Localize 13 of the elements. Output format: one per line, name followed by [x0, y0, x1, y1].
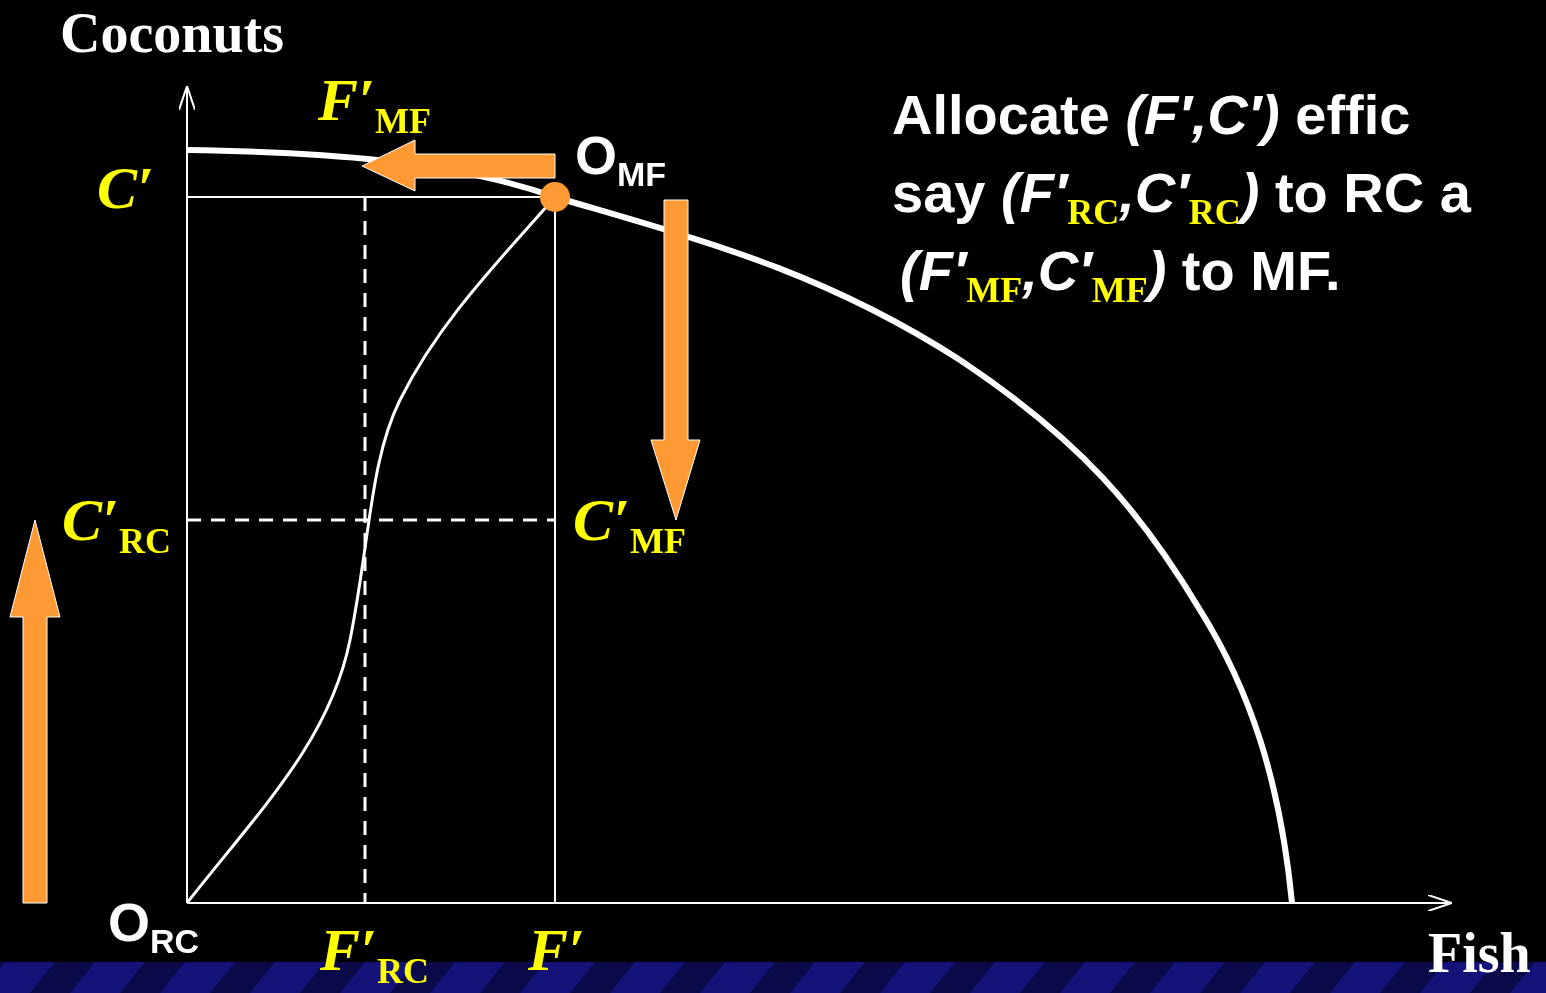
origin-label: O$_{RC}$: [108, 895, 200, 958]
axis-label: Fish: [1428, 925, 1531, 981]
math-label: C′$_{RC}$: [62, 490, 171, 559]
text-line: Allocate (F′,C′) effic: [892, 82, 1411, 148]
text-line: say (F′$_{RC}$,C′$_{RC}$) to RC a: [892, 160, 1471, 235]
math-label: F′$_{RC}$: [320, 920, 429, 989]
origin-label: O$_{MF}$: [575, 128, 667, 191]
math-label: F′$_{MF}$: [318, 70, 431, 139]
axis-label: Coconuts: [60, 5, 285, 61]
math-label: F′: [528, 920, 585, 980]
text-line: (F′$_{MF}$,C′$_{MF}$) to MF.: [900, 238, 1341, 313]
math-label: C′: [97, 158, 154, 218]
math-label: C′$_{MF}$: [573, 490, 686, 559]
